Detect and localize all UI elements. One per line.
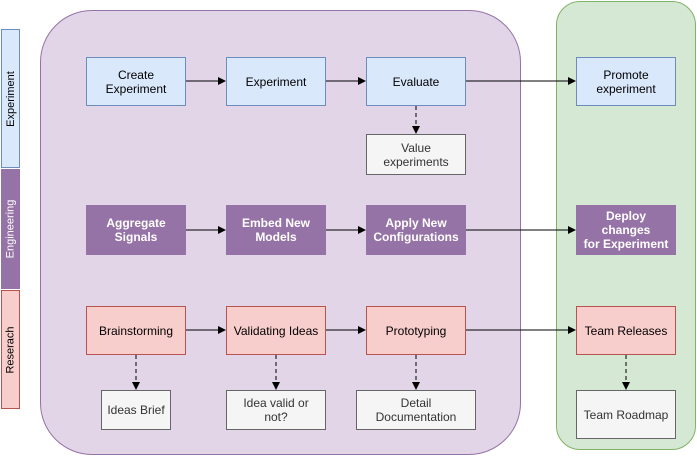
node-apply-new-configurations: Apply New Configurations	[366, 205, 466, 255]
node-detail-documentation: Detail Documentation	[356, 390, 476, 430]
node-team-releases: Team Releases	[576, 306, 676, 355]
node-aggregate-signals: Aggregate Signals	[86, 205, 186, 255]
node-experiment: Experiment	[226, 57, 326, 106]
node-idea-valid: Idea valid or not?	[226, 390, 326, 430]
lane-engineering: Engineering	[1, 169, 20, 289]
node-team-roadmap: Team Roadmap	[576, 390, 676, 439]
node-prototyping: Prototyping	[366, 306, 466, 355]
lane-experiment: Experiment	[1, 29, 20, 168]
lane-research: Reserach	[1, 290, 20, 409]
node-brainstorming: Brainstorming	[86, 306, 186, 355]
node-create-experiment: Create Experiment	[86, 57, 186, 106]
node-validating-ideas: Validating Ideas	[226, 306, 326, 355]
node-promote-experiment: Promote experiment	[576, 57, 676, 106]
node-value-experiments: Value experiments	[366, 134, 466, 175]
node-embed-new-models: Embed New Models	[226, 205, 326, 255]
node-evaluate: Evaluate	[366, 57, 466, 106]
node-ideas-brief: Ideas Brief	[101, 390, 171, 430]
node-deploy-changes: Deploy changes for Experiment	[576, 205, 676, 255]
